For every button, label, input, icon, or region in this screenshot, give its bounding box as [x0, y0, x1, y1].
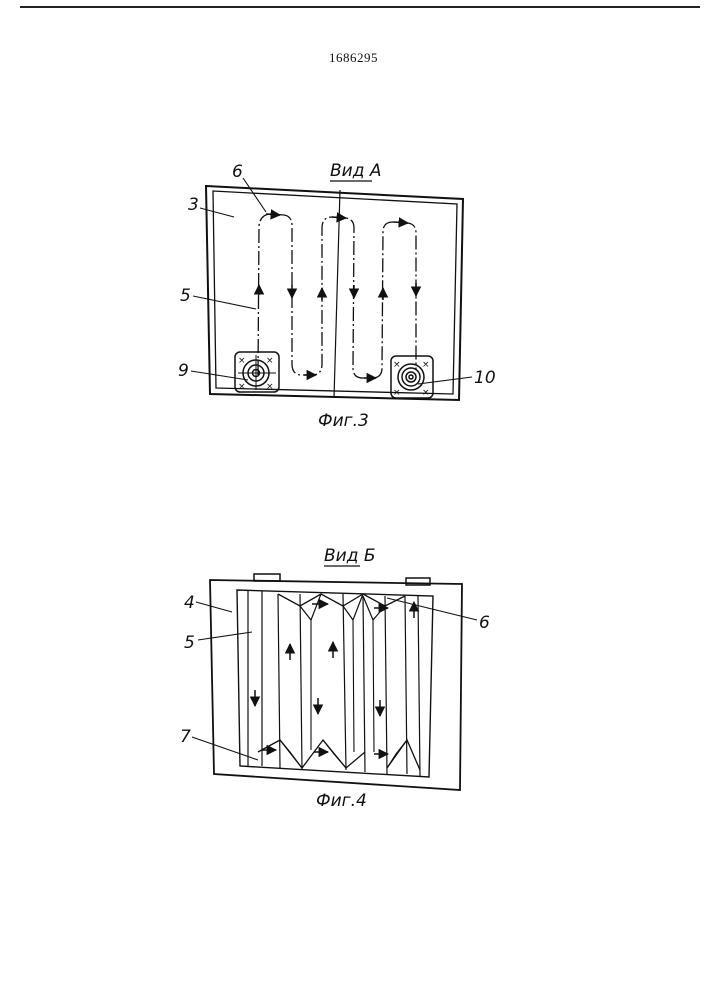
fig4-callout-5: 5 [184, 633, 195, 653]
fig4-plate [363, 596, 365, 772]
fig3-section-line [334, 190, 340, 398]
fig3-view-label: Вид А [330, 161, 382, 181]
fig3-leader-6 [243, 178, 266, 212]
fig4-plate [300, 594, 302, 770]
svg-text:×: × [238, 382, 246, 392]
fig3-callout-10: 10 [474, 368, 496, 388]
fig4-callout-4: 4 [184, 593, 195, 613]
svg-text:×: × [393, 360, 401, 370]
fig3-leader-3 [200, 208, 234, 217]
fig4-top-fold-detail [343, 594, 363, 620]
fig4-plate [385, 596, 387, 774]
svg-text:×: × [422, 360, 430, 370]
fig3-callout-5: 5 [180, 286, 191, 306]
svg-text:×: × [422, 388, 430, 398]
figure-4: Вид Б [180, 546, 490, 811]
fig4-bottom-fold-detail [323, 740, 346, 768]
svg-text:×: × [393, 388, 401, 398]
fig3-flow-arrow [266, 214, 280, 215]
fig4-leader-4 [196, 602, 232, 612]
fig3-flow-arrow [332, 217, 346, 218]
fig3-leader-10 [418, 377, 472, 384]
fig3-port-9: × × × × [235, 352, 279, 392]
fig3-leader-9 [191, 371, 248, 380]
svg-text:×: × [266, 356, 274, 366]
fig3-callout-6: 6 [232, 162, 243, 182]
fig4-plate-inner [373, 620, 374, 752]
fig4-top-folds [278, 594, 405, 606]
svg-text:×: × [238, 356, 246, 366]
svg-text:×: × [266, 382, 274, 392]
fig4-top-fold-detail [300, 594, 321, 620]
fig4-bottom-fold-detail [280, 740, 302, 768]
fig4-plate [418, 596, 420, 776]
fig4-plate-inner [353, 620, 354, 752]
fig4-callout-7: 7 [180, 727, 191, 747]
figure-3: Вид А × × × × [178, 161, 496, 431]
fig3-callout-9: 9 [178, 361, 189, 381]
fig4-leader-5 [198, 632, 252, 640]
fig3-callout-3: 3 [188, 195, 199, 215]
fig3-flow-arrow [394, 222, 408, 223]
fig3-caption: Фиг.3 [318, 411, 369, 431]
fig3-port-10: × × × × [391, 356, 433, 398]
fig4-caption: Фиг.4 [316, 791, 367, 811]
fig3-leader-5 [193, 296, 256, 309]
fig4-plate [343, 594, 346, 770]
fig4-plate [405, 596, 407, 774]
fig4-plate [278, 594, 280, 768]
fig4-view-label: Вид Б [324, 546, 376, 566]
fig4-callout-6: 6 [479, 613, 490, 633]
fig4-inner-frame [237, 590, 433, 777]
